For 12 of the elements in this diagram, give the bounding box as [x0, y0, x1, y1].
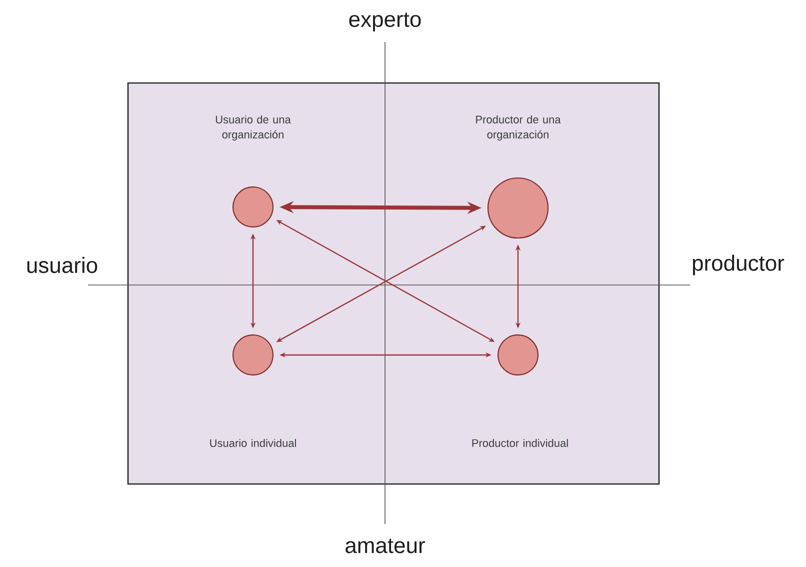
quadrant-label: Usuario individual	[210, 438, 296, 448]
quadrant-label: Productor individual	[472, 438, 568, 448]
circle-node	[497, 334, 539, 376]
quadrant-label: Usuario de una organización	[216, 115, 291, 141]
circle-node	[232, 186, 274, 228]
quadrant-label: Productor de una organización	[476, 115, 561, 141]
axis-label: experto	[349, 12, 421, 32]
axis-label: usuario	[27, 256, 98, 274]
axis-label: amateur	[346, 538, 425, 554]
circle-node	[487, 177, 549, 239]
axis-label: productor	[692, 254, 784, 276]
circle-node	[232, 334, 274, 376]
